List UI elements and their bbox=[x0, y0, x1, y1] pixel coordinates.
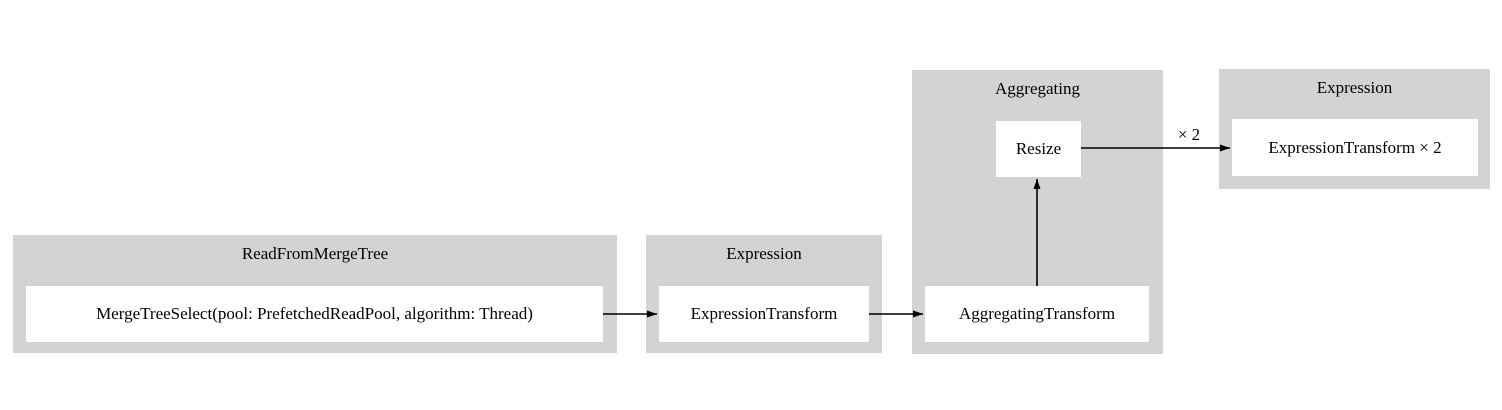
cluster-label-read-from-merge-tree: ReadFromMergeTree bbox=[241, 244, 389, 263]
node-merge-tree-select: MergeTreeSelect(pool: PrefetchedReadPool… bbox=[26, 286, 603, 342]
node-resize: Resize bbox=[996, 121, 1081, 177]
cluster-label-expression-2: Expression bbox=[1316, 78, 1393, 97]
edge-label-x2: × 2 bbox=[1177, 125, 1201, 144]
node-aggregating-transform: AggregatingTransform bbox=[925, 286, 1149, 342]
node-expression-transform: ExpressionTransform bbox=[659, 286, 869, 342]
cluster-label-expression-1: Expression bbox=[726, 244, 802, 263]
cluster-label-aggregating: Aggregating bbox=[995, 79, 1080, 98]
node-expression-transform-x2: ExpressionTransform × 2 bbox=[1232, 119, 1478, 176]
